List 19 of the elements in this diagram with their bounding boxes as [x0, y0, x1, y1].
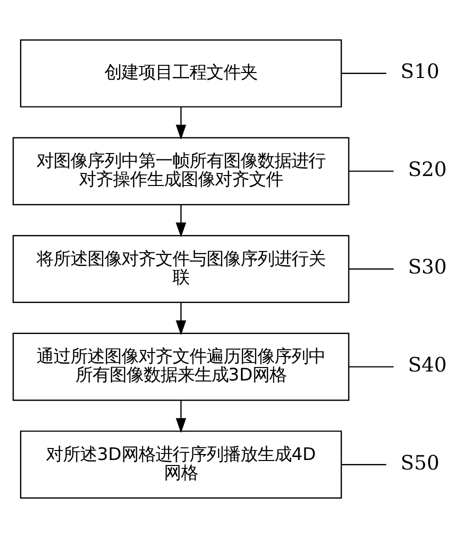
node-text: S20 [408, 158, 447, 181]
node-box: 将所述图像对齐文件与图像序列进行关联 [12, 234, 350, 304]
arrow [176, 106, 186, 140]
node-box: 创建项目工程文件夹 [20, 39, 342, 108]
node-text: S40 [408, 354, 447, 377]
node-text: S30 [408, 256, 447, 279]
arrow [176, 302, 186, 336]
node-text: S10 [400, 60, 440, 84]
connector [348, 268, 394, 270]
node-box: 对图像序列中第一帧所有图像数据进行对齐操作生成图像对齐文件 [12, 137, 350, 206]
connector [348, 366, 394, 368]
connector [342, 464, 386, 466]
arrow [176, 204, 186, 238]
connector [342, 72, 386, 74]
node-box: 对所述3D网格进行序列播放生成4D网格 [20, 430, 342, 499]
node-box: 通过所述图像对齐文件遍历图像序列中所有图像数据来生成3D网格 [12, 332, 350, 401]
node-text: S50 [400, 451, 440, 474]
arrow [176, 400, 186, 434]
connector [348, 170, 394, 172]
